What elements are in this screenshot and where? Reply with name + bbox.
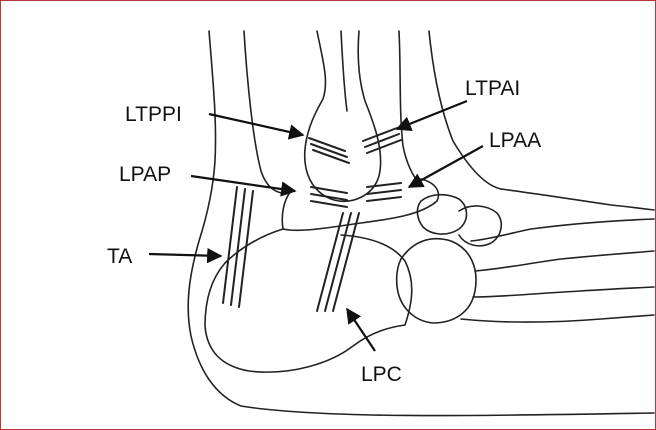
metatarsal-line-1 [471, 219, 654, 241]
navicular-outline [417, 195, 466, 234]
lpap-arrow [191, 176, 295, 191]
ltpai-arrow [397, 101, 467, 129]
ltpai-ligament [363, 128, 401, 153]
forefoot-top-line [501, 189, 654, 210]
talus-outline [282, 179, 438, 230]
anterior-leg-line-2 [429, 31, 501, 189]
ltppi-arrow [209, 114, 303, 135]
tibia-inner-outline [244, 31, 293, 193]
calcaneus-outline [205, 229, 412, 372]
anterior-leg-line-1 [399, 31, 421, 186]
label-ta: TA [107, 245, 132, 268]
lpaa-arrow [409, 146, 483, 187]
lpc-arrow [347, 309, 375, 351]
metatarsal-line-2 [475, 251, 654, 271]
label-lpap: LPAP [119, 163, 171, 186]
lpaa-ligament [367, 183, 401, 201]
metatarsal-line-4 [461, 315, 654, 322]
ta-fibres [223, 187, 253, 307]
metatarsal-line-3 [473, 287, 654, 297]
label-ltpai: LTPAI [465, 77, 520, 100]
fibula-shaft-line [341, 31, 347, 111]
ta-arrow [149, 254, 221, 256]
label-lpaa: LPAA [489, 129, 541, 152]
label-lpc: LPC [361, 363, 402, 386]
ltppi-ligament [309, 138, 349, 163]
label-ltppi: LTPPI [125, 103, 182, 126]
